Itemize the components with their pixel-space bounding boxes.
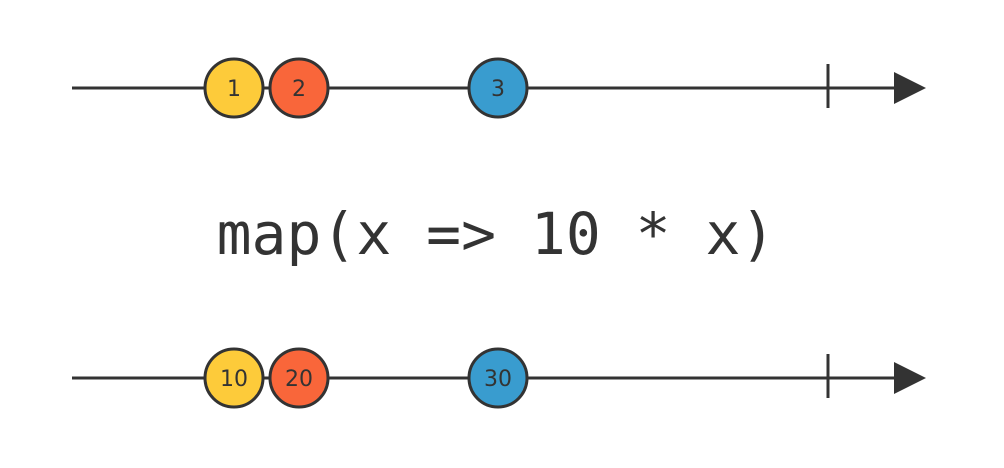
output-timeline: 10 20 30	[72, 347, 926, 409]
output-marble: 10	[203, 347, 265, 409]
output-marble-circle	[467, 347, 529, 409]
output-marble-circle	[203, 347, 265, 409]
operator-label: map(x => 10 * x)	[217, 200, 776, 268]
output-marble-label: 20	[285, 367, 313, 392]
output-marble-circle	[268, 347, 330, 409]
input-marble-circle	[203, 57, 265, 119]
input-marble-label: 2	[292, 77, 306, 102]
input-marble: 3	[467, 57, 529, 119]
input-marble: 2	[268, 57, 330, 119]
output-marble: 30	[467, 347, 529, 409]
input-marble: 1	[203, 57, 265, 119]
input-marble-label: 3	[491, 77, 505, 102]
input-marble-label: 1	[227, 77, 241, 102]
output-timeline-arrowhead	[894, 362, 926, 394]
output-marble-label: 10	[220, 367, 248, 392]
input-marble-circle	[467, 57, 529, 119]
input-timeline-arrowhead	[894, 72, 926, 104]
input-marble-circle	[268, 57, 330, 119]
input-timeline: 1 2 3	[72, 57, 926, 119]
output-marble-label: 30	[484, 367, 512, 392]
output-marble: 20	[268, 347, 330, 409]
